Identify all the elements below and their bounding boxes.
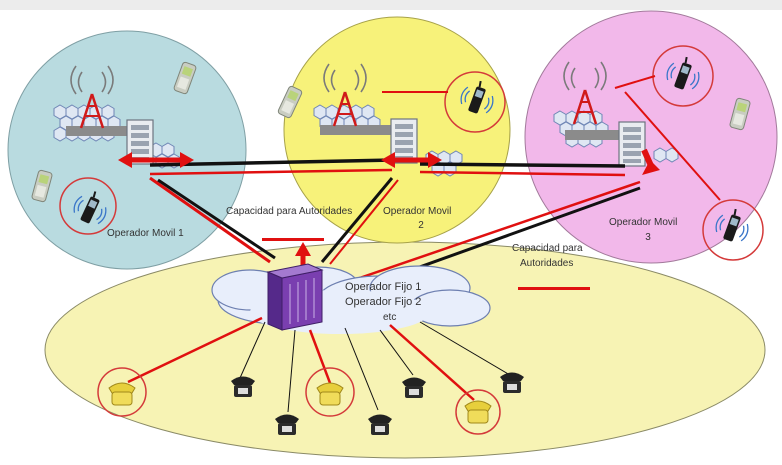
label-operador-fijo-1: Operador Fijo 1 [345,281,421,293]
platform [66,126,136,136]
platform [565,130,635,140]
label-operador-movil-3-number: 3 [645,232,651,243]
top-bar [0,0,782,10]
desk-phone-icon [368,414,392,435]
desk-phone-icon [464,400,492,424]
desk-phone-icon [316,382,344,406]
backbone-links [149,158,626,177]
label-etc: etc [383,312,396,323]
priority-circle [305,367,355,417]
label-autoridades: Autoridades [520,258,573,269]
label-operador-movil-1: Operador Movil 1 [107,228,184,239]
priority-circle [97,367,147,417]
fixed-lines [127,316,511,413]
mobile-switch-icon [618,121,646,167]
label-operador-movil-3: Operador Movil [609,217,677,228]
desk-phone-icon [402,377,426,398]
label-capacidad-autoridades-left: Capacidad para Autoridades [226,206,352,217]
capacity-bar-left [262,238,324,241]
double-arrow-icon [118,152,194,168]
capacity-bar-right [518,287,590,290]
desk-phone-icon [231,376,255,397]
desk-phone-icon [108,382,136,406]
platform [320,125,396,135]
double-arrow-icon [381,152,442,168]
label-operador-fijo-2: Operador Fijo 2 [345,296,421,308]
arrow-icon [641,148,660,175]
priority-circle [59,177,117,235]
priority-circle [455,389,501,435]
label-capacidad-para: Capacidad para [512,243,583,254]
priority-circle [702,199,764,261]
priority-radio-links [382,75,721,201]
label-operador-movil-2-number: 2 [418,220,424,231]
priority-circle [444,71,506,133]
fixed-switch-icon [266,263,324,331]
label-operador-movil-2: Operador Movil [383,206,451,217]
desk-phone-icon [500,372,524,393]
desk-phone-icon [275,414,299,435]
